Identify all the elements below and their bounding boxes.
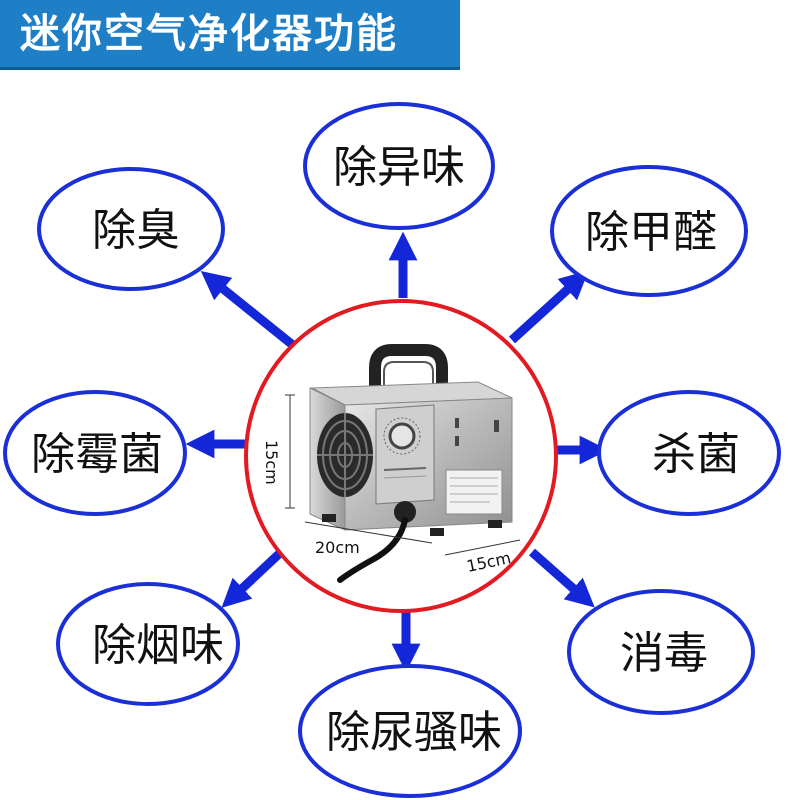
control-panel [375,404,435,505]
function-bubble-bottom-left: 除烟味 [56,582,240,706]
title-banner: 迷你空气净化器功能 [0,0,460,70]
page-title: 迷你空气净化器功能 [20,11,398,57]
dimension-width: 20cm [315,538,360,557]
function-bubble-top: 除异味 [303,102,495,230]
air-purifier-device [309,344,513,583]
power-cord [337,517,408,583]
function-label-right: 杀菌 [652,429,740,480]
arrow-bottom-right [529,548,595,608]
spec-label [445,469,503,515]
function-bubble-top-right: 除甲醛 [550,165,748,297]
function-label-bottom: 除尿骚味 [326,707,502,758]
handle [369,344,448,398]
function-label-top-right: 除甲醛 [585,207,717,258]
knob [388,422,416,450]
arrow-bottom-left [221,549,284,608]
function-label-top-left: 除臭 [92,205,180,256]
function-bubble-bottom-right: 消毒 [567,589,755,715]
function-label-top: 除异味 [333,142,465,193]
function-bubble-left: 除霉菌 [3,390,187,516]
fan-grille [317,413,373,497]
function-bubble-bottom: 除尿骚味 [298,664,522,798]
arrow-top-right [508,270,589,344]
function-label-left: 除霉菌 [31,429,163,480]
arrows [185,231,609,673]
function-bubble-top-left: 除臭 [37,167,225,291]
arrow-top-left [200,270,297,350]
function-label-bottom-left: 除烟味 [92,620,224,671]
function-label-bottom-right: 消毒 [620,628,708,679]
function-bubble-right: 杀菌 [597,390,781,516]
power-socket [394,501,416,523]
dimension-height: 15cm [262,440,281,485]
